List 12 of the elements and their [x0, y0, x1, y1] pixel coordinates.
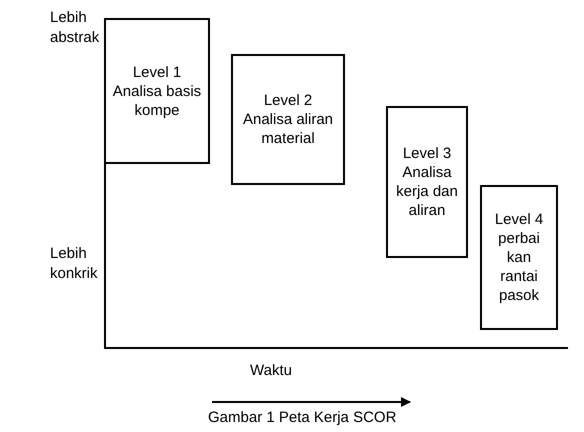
- box-text: Level 4 perbai kan rantai pasok: [494, 210, 544, 305]
- box-text: Level 3 Analisa kerja dan aliran: [395, 144, 459, 220]
- level-box: [480, 185, 558, 330]
- axis-label: Waktu: [250, 361, 292, 381]
- axis-label: Lebih abstrak: [50, 8, 100, 48]
- box-text: Level 2 Analisa aliran material: [242, 91, 334, 148]
- axis-label: Lebih konkrik: [50, 244, 99, 284]
- box-text: Level 1 Analisa basis kompe: [112, 62, 202, 120]
- level-box: [104, 18, 210, 164]
- level-box: [231, 54, 345, 185]
- level-box: [386, 106, 468, 258]
- caption: Gambar 1 Peta Kerja SCOR: [208, 408, 396, 428]
